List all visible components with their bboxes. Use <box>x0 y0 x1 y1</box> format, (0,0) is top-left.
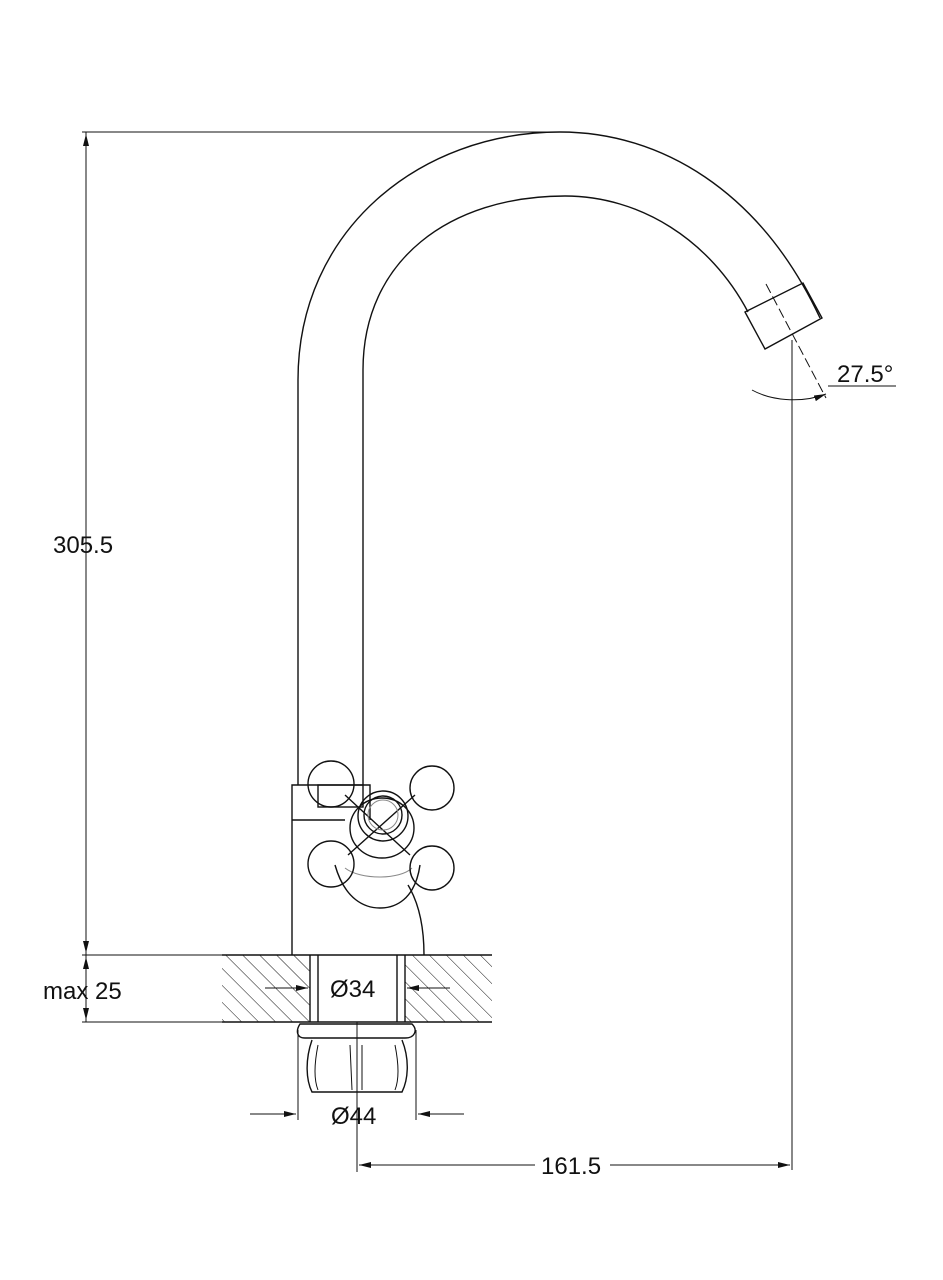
spout <box>297 131 827 785</box>
dimension-lines <box>82 131 896 1172</box>
counter-thickness-dimension: max 25 <box>43 978 122 1005</box>
faucet-body <box>291 784 425 956</box>
height-dimension: 305.5 <box>53 532 113 559</box>
reach-dimension: 161.5 <box>541 1153 601 1180</box>
base-diameter-dimension: Ø44 <box>331 1103 376 1130</box>
mounting-nut <box>296 1023 416 1093</box>
cross-handle <box>307 760 455 909</box>
hole-diameter-dimension: Ø34 <box>330 976 375 1003</box>
spout-nozzle <box>744 282 823 350</box>
spout-angle-dimension: 27.5° <box>837 361 893 388</box>
